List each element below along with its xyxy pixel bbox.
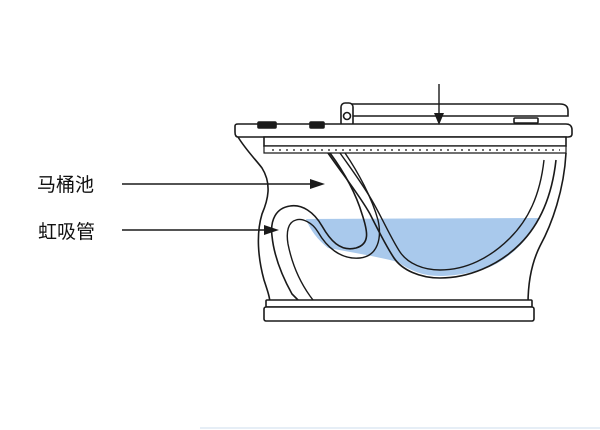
toilet-seat xyxy=(234,121,573,154)
bowl-outer-wall xyxy=(339,152,545,271)
siphon-trap-inner xyxy=(286,152,381,305)
bowl-label-arrow xyxy=(122,179,325,189)
bowl-label: 马桶池 xyxy=(37,174,95,196)
seat-pointer-arrow xyxy=(434,84,444,125)
bowl-water xyxy=(306,218,540,276)
siphon-trap xyxy=(270,152,368,305)
toilet-body-outline xyxy=(237,136,567,305)
siphon-label-arrow xyxy=(122,225,279,235)
toilet-base xyxy=(263,299,535,322)
tank-lid xyxy=(340,102,569,128)
siphon-label: 虹吸管 xyxy=(38,221,96,243)
bowl-inner-wall xyxy=(327,152,557,279)
